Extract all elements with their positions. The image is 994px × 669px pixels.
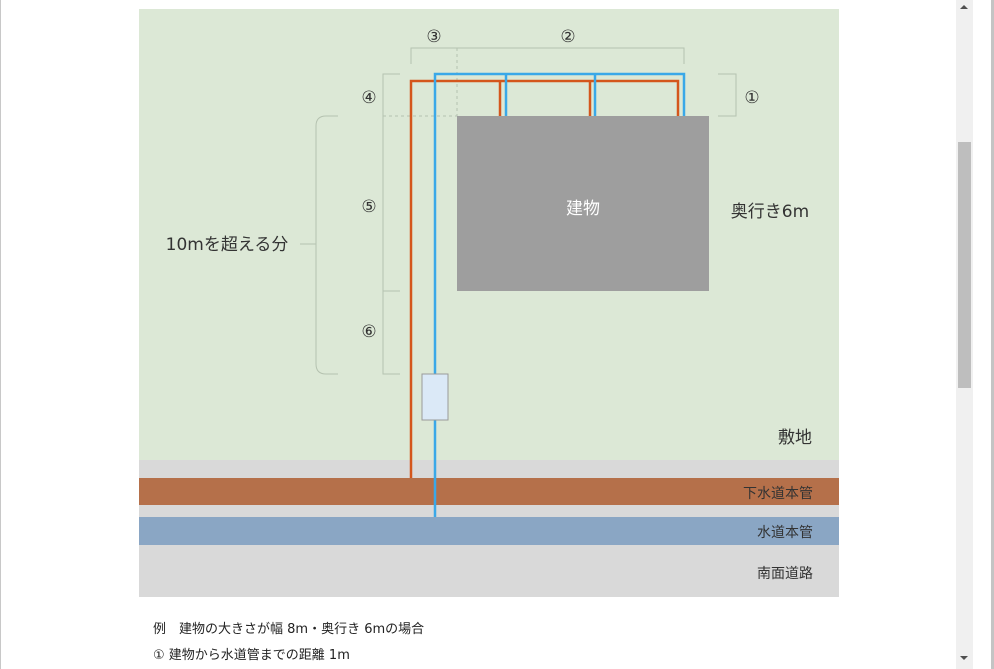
marker-4: ④: [361, 88, 376, 108]
water-pipe-diagram: 建物 奥行き6m 敷地 下水道本管 水道本管 南面道路 10mを超える分 ① ②…: [139, 9, 839, 597]
marker-3: ③: [426, 27, 441, 47]
window-border: [991, 0, 994, 669]
marker-6: ⑥: [361, 322, 376, 342]
sewer-main-label: 下水道本管: [743, 486, 813, 502]
dimension-lines: [300, 47, 737, 375]
depth-label: 奥行き6m: [731, 202, 809, 222]
building-label: 建物: [566, 199, 600, 219]
sewer-pipe: [409, 79, 680, 478]
road-label: 南面道路: [757, 566, 813, 582]
sewer-main: [139, 478, 839, 505]
water-meter: [421, 373, 449, 421]
scrollbar-thumb[interactable]: [958, 142, 971, 388]
water-main-label: 水道本管: [757, 525, 813, 541]
caption-distance: ① 建物から水道管までの距離 1m: [153, 648, 350, 663]
vertical-scrollbar[interactable]: [956, 0, 973, 669]
water-main: [139, 517, 839, 545]
marker-2: ②: [560, 27, 575, 47]
marker-5: ⑤: [361, 197, 376, 217]
building: [457, 116, 709, 291]
scroll-up-arrow-icon[interactable]: [960, 5, 968, 9]
excess-label: 10mを超える分: [166, 235, 289, 255]
caption-example: 例 建物の大きさが幅 8m・奥行き 6mの場合: [153, 622, 425, 637]
site-label: 敷地: [778, 428, 812, 448]
marker-1: ①: [744, 88, 759, 108]
water-pipe: [433, 72, 686, 517]
scroll-down-arrow-icon[interactable]: [960, 656, 968, 660]
